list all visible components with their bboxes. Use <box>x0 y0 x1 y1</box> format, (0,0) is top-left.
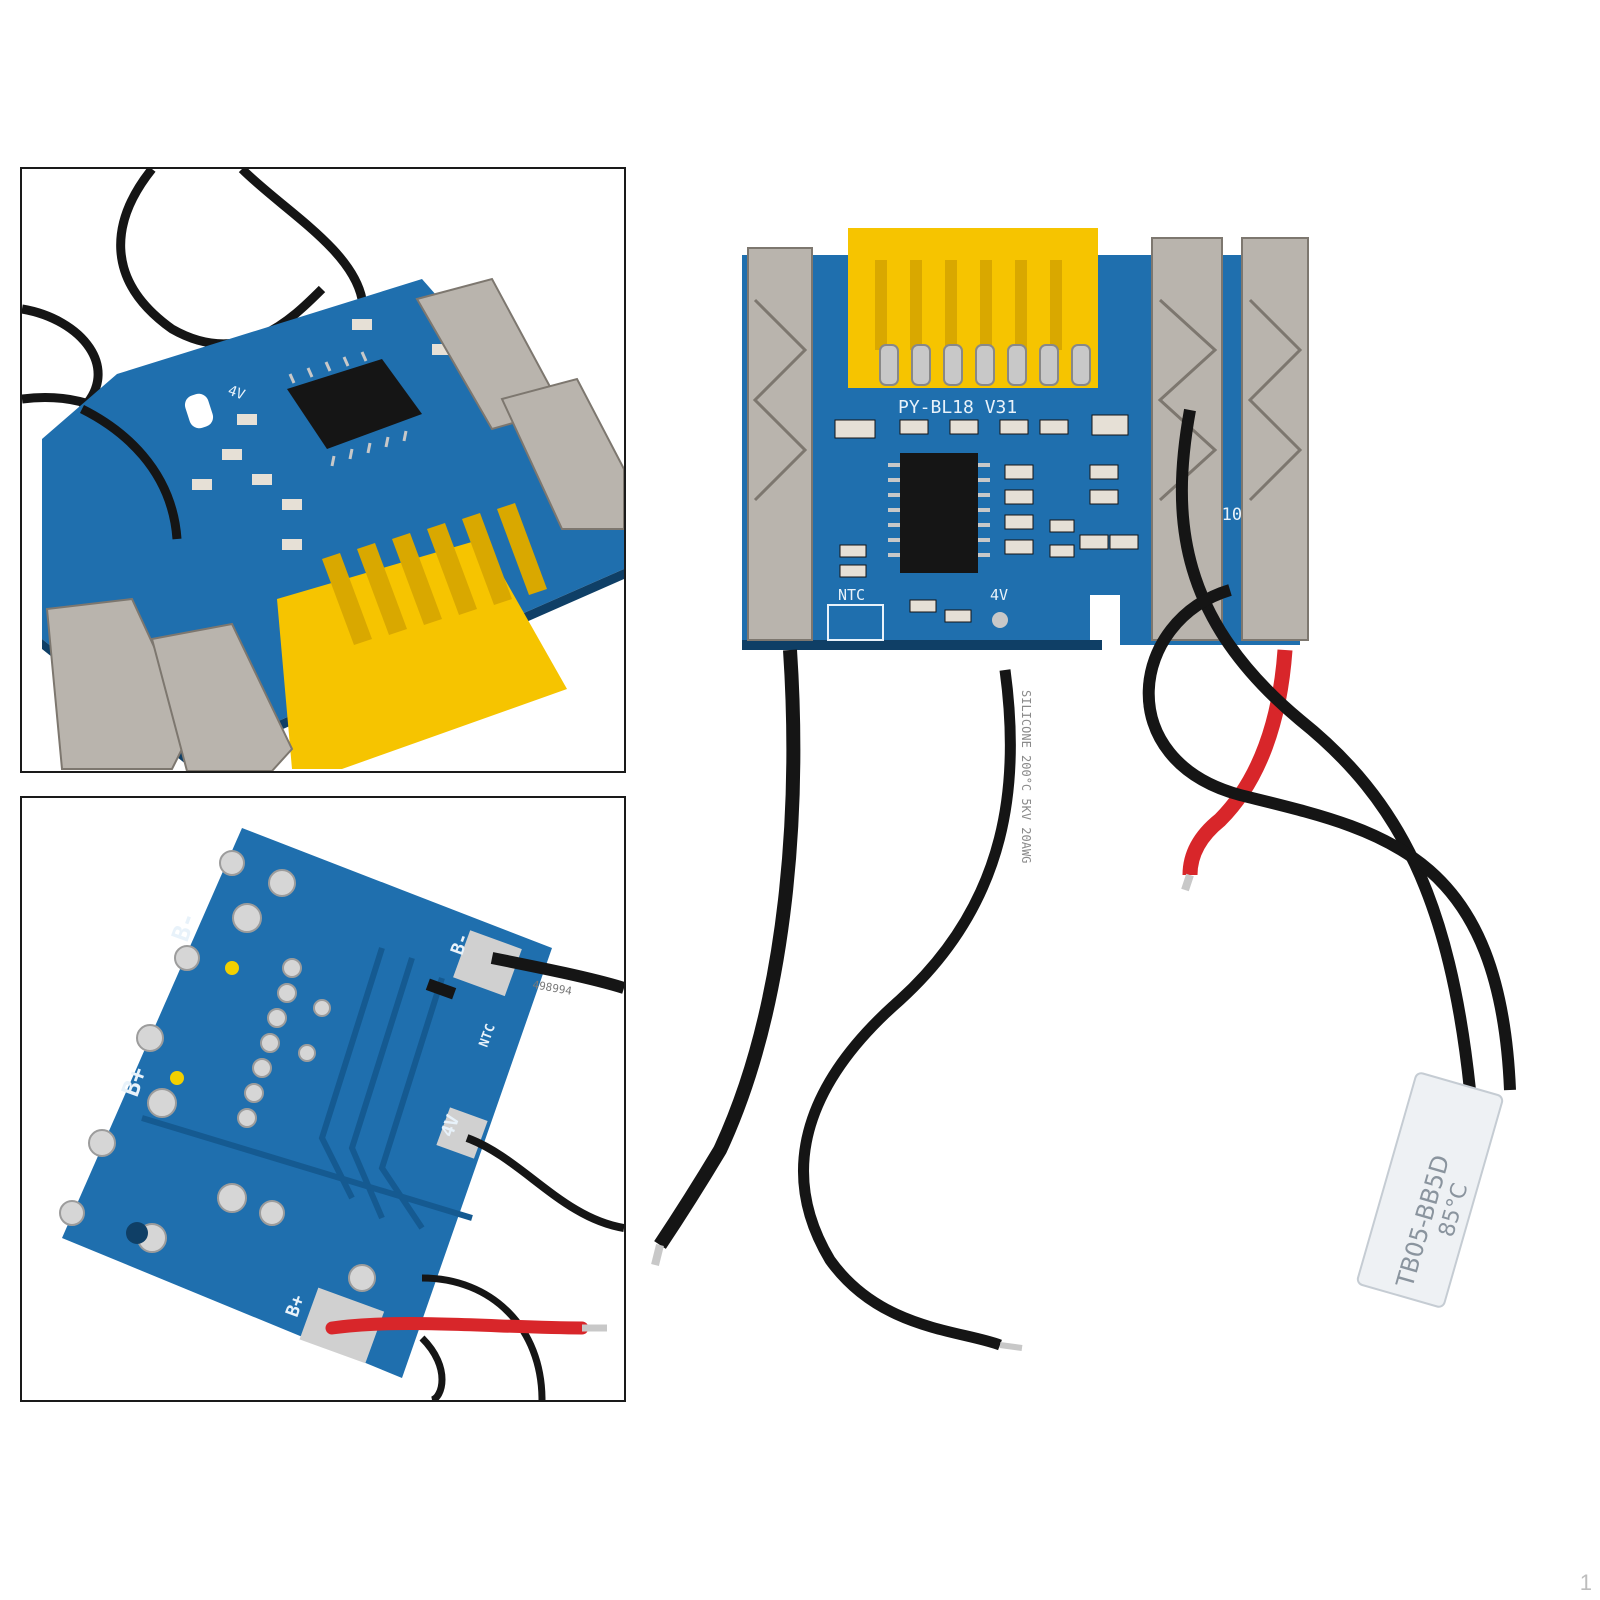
red-wire <box>325 1317 589 1335</box>
black-wire-4v <box>798 669 1016 1351</box>
black-wire <box>421 1274 546 1400</box>
nickel-terminals <box>747 237 1309 641</box>
thermal-fuse-label-1: TB05-BB5D <box>1391 1152 1456 1292</box>
pcb-board-back <box>62 828 552 1378</box>
silkscreen-4v: 4V <box>226 383 248 404</box>
connector-slots <box>875 260 1062 350</box>
black-wire-b-minus <box>654 649 801 1249</box>
silkscreen-ntc: NTC <box>838 586 865 604</box>
ic-chip <box>287 359 422 449</box>
black-wire <box>490 952 624 994</box>
nickel-terminals <box>45 277 624 771</box>
ntc-sensor <box>425 978 457 1000</box>
gold-via <box>170 1071 184 1085</box>
page-number: 1 <box>1579 1570 1592 1595</box>
board-notch <box>184 393 214 429</box>
black-wire <box>238 169 367 301</box>
wire-tip <box>1181 873 1194 892</box>
b-minus-pad <box>453 930 522 997</box>
mount-hole <box>126 1222 148 1244</box>
inset-back-view: B- B+ B- NTC 4V B+ 498994 <box>20 796 626 1402</box>
black-wire-fuse-a <box>1175 408 1476 1091</box>
black-wire <box>79 404 182 540</box>
solder-pads <box>59 850 376 1292</box>
terminal-springs <box>752 298 1303 502</box>
4v-pad <box>992 612 1008 628</box>
smd-components <box>192 319 452 550</box>
wire-tip <box>999 1342 1023 1351</box>
gold-via <box>225 961 239 975</box>
ic-pins <box>288 351 408 467</box>
angled-board-photo: 4V <box>22 169 624 771</box>
ic-chip <box>900 453 978 573</box>
red-wire-b-plus <box>1182 649 1293 876</box>
yellow-connector <box>848 228 1098 388</box>
ic-pins <box>888 463 990 557</box>
ntc-pad-outline <box>827 604 884 641</box>
wire-tip <box>651 1244 664 1266</box>
pcb-edge <box>742 640 1102 650</box>
black-wire <box>465 1134 624 1232</box>
black-wire <box>419 1335 446 1400</box>
inset-angled-front-view: 4V <box>20 167 626 773</box>
pcb-board-main <box>742 255 1300 645</box>
thermal-fuse: TB05-BB5D 85°C <box>1356 1072 1504 1308</box>
4v-pad <box>436 1107 488 1159</box>
wire-print: 498994 <box>531 978 573 998</box>
pcb-traces <box>141 947 473 1230</box>
wire-print: SILICONE 200°C 5KV 20AWG <box>1019 690 1033 863</box>
silkscreen-date: 2020.8.10 <box>1150 505 1242 525</box>
silkscreen-4v: 4V <box>990 586 1008 604</box>
thermal-fuse-body <box>1356 1072 1504 1308</box>
smd-components <box>834 414 1139 623</box>
thermal-fuse-label-2: 85°C <box>1434 1181 1473 1240</box>
back-board-photo: B- B+ B- NTC 4V B+ 498994 <box>59 828 624 1400</box>
black-wire <box>116 169 326 349</box>
connector-ribs <box>322 503 547 645</box>
black-wire-fuse-b <box>1142 584 1516 1091</box>
black-wire <box>22 304 103 413</box>
connector-pins <box>879 344 1091 386</box>
silkscreen-model: PY-BL18 V31 <box>898 397 1017 418</box>
